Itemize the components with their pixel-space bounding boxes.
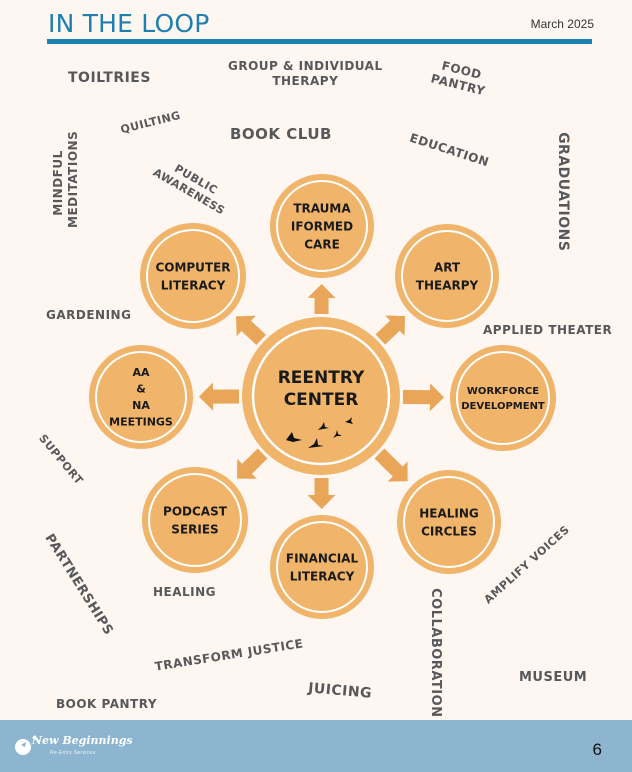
node-computer: COMPUTER LITERACY [140,223,246,329]
word-gardening: GARDENING [46,308,132,322]
node-aa-na-label-line: NA [132,399,150,412]
node-aa-na-label-line: MEETINGS [109,416,173,429]
center-ring [251,326,391,466]
word-book-pantry: BOOK PANTRY [56,697,158,711]
word-applied-theater: APPLIED THEATER [483,323,613,337]
center-circle [242,317,400,475]
node-podcast: PODCAST SERIES [142,467,248,573]
node-workforce-circle [450,345,556,451]
node-trauma-label-line: IFORMED [291,219,353,233]
arrow-to-art [375,315,406,345]
arrow-to-workforce [402,383,445,412]
node-healing-circles: HEALING CIRCLES [397,470,501,574]
node-workforce: WORKFORCE DEVELOPMENT [450,345,556,451]
arrow-to-healing-circles [374,448,408,482]
node-aa-na-circle [89,345,193,449]
node-aa-na-label-line: & [136,383,146,396]
node-financial-ring [276,521,368,613]
word-group-therapy-line2: THERAPY [272,74,339,88]
node-art-label-line: ART [434,260,461,274]
node-aa-na-ring [95,351,187,443]
node-workforce-ring [456,351,550,445]
node-podcast-circle [142,467,248,573]
arrow-to-computer [236,315,266,346]
word-toiltries: TOILTRIES [68,70,151,86]
node-aa-na: AA & NA MEETINGS [89,345,193,449]
word-book-club: BOOK CLUB [230,125,332,143]
header-divider [47,39,592,44]
node-healing-circles-circle [397,470,501,574]
node-podcast-label-line: SERIES [171,522,218,536]
word-group-therapy-line1: GROUP & INDIVIDUAL [228,59,383,73]
node-podcast-label-line: PODCAST [163,504,228,518]
node-trauma-circle [270,174,374,278]
page-number: 6 [592,740,602,759]
node-workforce-label-line: WORKFORCE [467,386,539,397]
arrow-to-financial [307,477,336,510]
logo-subtext: Re-Entry Services [50,750,96,756]
node-trauma-ring [276,180,368,272]
node-art: ART THEARPY [395,224,499,328]
node-podcast-ring [148,473,242,567]
word-healing: HEALING [153,585,217,599]
node-healing-circles-ring [403,476,495,568]
node-financial-circle [270,515,374,619]
center-node: REENTRY CENTER [242,317,400,475]
node-trauma: TRAUMA IFORMED CARE [270,174,374,278]
newsletter-title: IN THE LOOP [48,9,210,38]
arrow-to-trauma [307,283,336,315]
dove-logo-icon [15,735,40,755]
node-computer-label-line: COMPUTER [155,260,230,274]
arrow-to-podcast [237,448,268,479]
node-aa-na-label-line: AA [132,366,150,379]
arrow-to-aa-na [198,382,240,411]
issue-date: March 2025 [530,17,594,31]
node-trauma-label-line: CARE [304,237,340,251]
node-financial-label-line: FINANCIAL [286,551,359,565]
node-art-circle [395,224,499,328]
node-financial: FINANCIAL LITERACY [270,515,374,619]
logo-text: New Beginnings [32,734,133,747]
node-workforce-label-line: DEVELOPMENT [461,401,545,412]
flying-birds-icon [286,417,353,448]
node-computer-ring [146,229,240,323]
node-art-ring [401,230,493,322]
word-museum: MUSEUM [519,670,588,685]
node-financial-label-line: LITERACY [290,569,355,583]
node-healing-circles-label-line: HEALING [419,506,479,520]
node-trauma-label-line: TRAUMA [293,201,351,215]
node-art-label-line: THEARPY [416,278,479,292]
center-label-line2: CENTER [284,390,359,410]
page-footer: New Beginnings Re-Entry Services 6 [0,720,632,772]
word-group-therapy: GROUP & INDIVIDUAL THERAPY [228,59,383,89]
center-label-line1: REENTRY [278,368,365,388]
node-computer-circle [140,223,246,329]
node-healing-circles-label-line: CIRCLES [421,524,477,538]
node-computer-label-line: LITERACY [161,278,226,292]
